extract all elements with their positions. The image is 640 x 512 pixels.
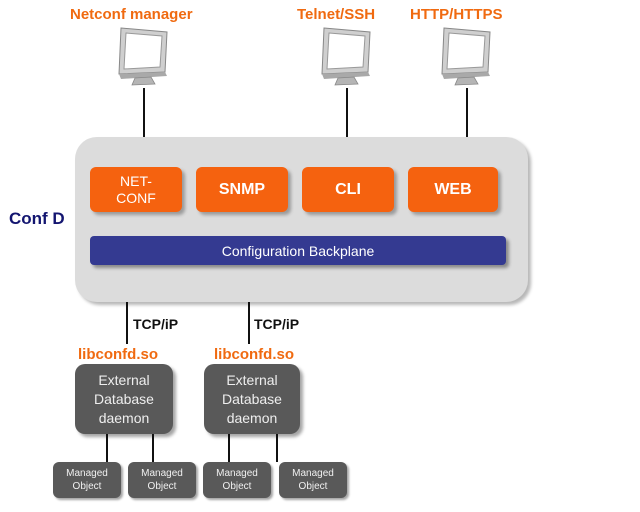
external-database-daemon: External Database daemon [75, 364, 173, 434]
http-https-label: HTTP/HTTPS [410, 6, 503, 23]
connector-line [228, 434, 230, 462]
netconf-module: NET- CONF [90, 167, 182, 212]
libconfd-label: libconfd.so [214, 346, 294, 363]
monitor-icon [441, 27, 491, 86]
daemon-line1: External [98, 371, 150, 388]
connector-line [126, 302, 128, 344]
netconf-module-line1: NET- [120, 172, 152, 189]
managed-object-line1: Managed [141, 468, 183, 479]
monitor-icon [118, 27, 168, 86]
connector-line [152, 434, 154, 462]
managed-object: Managed Object [53, 462, 121, 498]
managed-object: Managed Object [203, 462, 271, 498]
confd-label: Conf D [9, 209, 65, 228]
daemon-line3: daemon [98, 409, 150, 426]
configuration-backplane: Configuration Backplane [90, 236, 506, 265]
external-database-daemon: External Database daemon [204, 364, 300, 434]
monitor-icon [321, 27, 371, 86]
connector-line [276, 434, 278, 462]
managed-object-line2: Object [222, 481, 252, 492]
daemon-line3: daemon [226, 409, 278, 426]
managed-object-line2: Object [72, 481, 102, 492]
telnet-ssh-label: Telnet/SSH [297, 6, 376, 23]
managed-object-line1: Managed [216, 468, 258, 479]
connector-line [248, 302, 250, 344]
managed-object-line1: Managed [292, 468, 334, 479]
connector-line [143, 88, 145, 137]
netconf-module-line2: CONF [116, 189, 156, 206]
snmp-module: SNMP [196, 167, 288, 212]
daemon-line1: External [226, 371, 278, 388]
managed-object: Managed Object [279, 462, 347, 498]
connector-line [466, 88, 468, 137]
managed-object-line2: Object [147, 481, 177, 492]
daemon-line2: Database [222, 390, 282, 407]
managed-object: Managed Object [128, 462, 196, 498]
tcp-ip-label: TCP/iP [254, 316, 300, 332]
managed-object-line2: Object [298, 481, 328, 492]
tcp-ip-label: TCP/iP [133, 316, 179, 332]
connector-line [346, 88, 348, 137]
web-module: WEB [408, 167, 498, 212]
daemon-line2: Database [94, 390, 154, 407]
connector-line [106, 434, 108, 462]
cli-module: CLI [302, 167, 394, 212]
netconf-manager-label: Netconf manager [70, 6, 193, 23]
managed-object-line1: Managed [66, 468, 108, 479]
libconfd-label: libconfd.so [78, 346, 158, 363]
confd-panel [75, 137, 528, 302]
